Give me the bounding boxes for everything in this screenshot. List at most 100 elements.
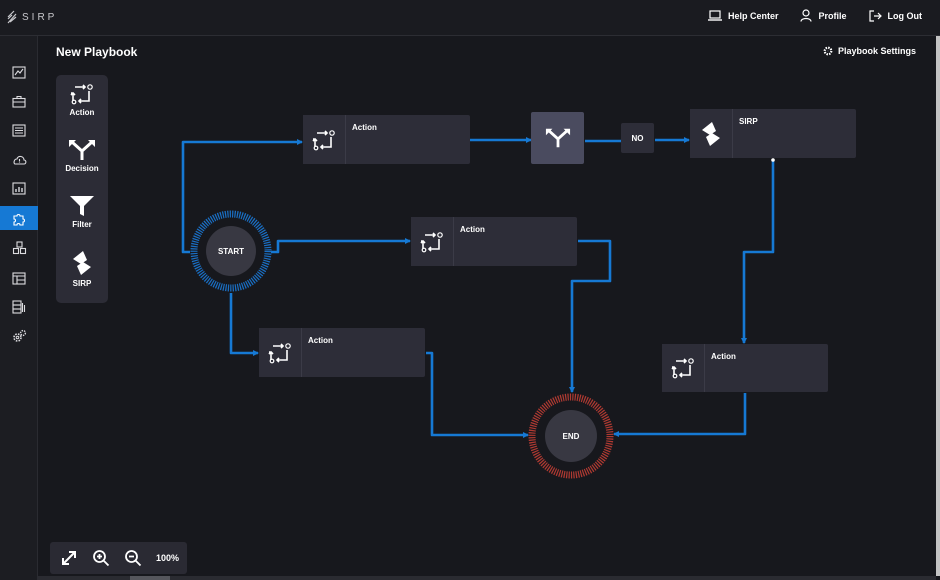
log-out-link[interactable]: Log Out: [868, 9, 923, 22]
sirp-icon: [702, 121, 720, 146]
logout-icon: [868, 9, 882, 22]
playbook-canvas[interactable]: New Playbook Playbook Settings Action De…: [38, 36, 936, 576]
palette-decision-label: Decision: [65, 164, 99, 173]
help-center-label: Help Center: [727, 10, 779, 21]
decision-icon: [545, 128, 570, 148]
action-node-right-label: Action: [711, 352, 736, 361]
database-icon: [12, 300, 26, 314]
action-icon: [268, 342, 291, 363]
connection-lines: [181, 137, 775, 438]
action-node-mid[interactable]: Action: [411, 217, 577, 266]
action-icon: [420, 231, 443, 252]
settings-gears-icon: [12, 329, 26, 342]
sidebar-item-alerts[interactable]: [0, 148, 38, 170]
no-branch-label[interactable]: NO: [621, 123, 654, 153]
palette-sirp[interactable]: SIRP: [56, 250, 108, 302]
vertical-scrollbar[interactable]: [936, 36, 940, 576]
sidebar-item-list[interactable]: [0, 119, 38, 141]
sidebar-item-reports[interactable]: [0, 267, 38, 289]
palette-filter[interactable]: Filter: [56, 195, 108, 247]
wire-sirp-to-action-right: [741, 159, 775, 344]
palette-decision[interactable]: Decision: [56, 139, 108, 191]
action-node-mid-icon-cell: [411, 217, 454, 266]
action-node-mid-label: Action: [460, 225, 485, 234]
action-icon: [312, 129, 335, 150]
action-node-low-label: Action: [308, 336, 333, 345]
sidebar-item-analytics[interactable]: [0, 177, 38, 199]
filter-icon: [70, 196, 94, 216]
action-node-top-icon-cell: [303, 115, 346, 164]
sidebar-item-dashboard[interactable]: [0, 61, 38, 83]
window-icon: [12, 271, 26, 285]
log-out-label: Log Out: [887, 10, 923, 21]
wire-start-to-action-mid: [271, 238, 411, 254]
palette-action-label: Action: [69, 108, 95, 117]
sidebar-item-integrations[interactable]: [0, 237, 38, 259]
briefcase-icon: [12, 95, 26, 108]
end-ring: [528, 393, 614, 479]
sirp-logo[interactable]: SIRP: [6, 10, 57, 24]
action-node-low-icon-cell: [259, 328, 302, 377]
playbook-settings-label: Playbook Settings: [837, 46, 916, 56]
start-node[interactable]: START: [190, 210, 272, 292]
action-icon: [671, 358, 694, 379]
zoom-out-icon: [125, 550, 142, 567]
sidebar: [0, 36, 38, 580]
wire-action-low-to-end: [426, 351, 529, 438]
wire-start-to-action-low: [229, 293, 259, 356]
sirp-node[interactable]: SIRP: [690, 109, 856, 158]
logo-text: SIRP: [22, 11, 58, 23]
zoom-in-icon: [93, 550, 110, 567]
action-node-right-icon-cell: [662, 344, 705, 392]
decision-icon: [69, 140, 95, 160]
start-ring: [190, 210, 272, 292]
laptop-icon: [707, 9, 722, 21]
profile-label: Profile: [818, 10, 847, 21]
profile-link[interactable]: Profile: [800, 9, 847, 22]
list-icon: [12, 123, 26, 137]
puzzle-icon: [12, 213, 25, 226]
help-center-link[interactable]: Help Center: [707, 9, 779, 22]
wire-action-right-to-end: [613, 393, 747, 437]
analytics-icon: [12, 181, 26, 195]
sirp-node-icon-cell: [690, 109, 733, 158]
horizontal-scrollbar-thumb[interactable]: [130, 576, 170, 580]
end-node-label: END: [545, 410, 597, 462]
zoom-toolbar: 100%: [50, 542, 187, 574]
action-icon: [70, 84, 93, 105]
gear-icon: [823, 46, 833, 56]
action-node-top[interactable]: Action: [303, 115, 470, 164]
top-bar: SIRP Help Center Profile Log Out: [0, 0, 940, 36]
dashboard-icon: [12, 65, 26, 79]
palette-action[interactable]: Action: [56, 83, 108, 135]
zoom-in-button[interactable]: [92, 549, 110, 567]
zoom-level: 100%: [156, 553, 180, 563]
horizontal-scrollbar[interactable]: [38, 576, 936, 580]
user-icon: [800, 9, 813, 22]
end-node[interactable]: END: [528, 393, 614, 479]
sirp-icon: [73, 251, 91, 275]
sidebar-item-playbooks[interactable]: [0, 206, 38, 230]
action-node-top-label: Action: [352, 123, 377, 132]
start-node-label: START: [206, 226, 256, 276]
node-palette: Action Decision Filter SIRP: [56, 75, 108, 303]
wire-start-to-action-top: [181, 139, 303, 254]
sidebar-item-cases[interactable]: [0, 90, 38, 112]
sidebar-item-database[interactable]: [0, 296, 38, 318]
sidebar-item-settings[interactable]: [0, 325, 38, 347]
wire-action-mid-to-end: [569, 239, 612, 393]
fit-to-screen-button[interactable]: [60, 549, 78, 567]
page-title: New Playbook: [56, 45, 138, 59]
sirp-node-label: SIRP: [739, 117, 758, 126]
zoom-out-button[interactable]: [124, 549, 142, 567]
playbook-settings-button[interactable]: Playbook Settings: [823, 46, 916, 56]
sirp-logo-icon: [7, 10, 17, 24]
action-node-low[interactable]: Action: [259, 328, 425, 377]
expand-icon: [62, 551, 76, 565]
cubes-icon: [12, 241, 26, 255]
alert-cloud-icon: [13, 155, 26, 165]
decision-node[interactable]: [531, 112, 584, 164]
action-node-right[interactable]: Action: [662, 344, 828, 392]
palette-filter-label: Filter: [72, 220, 92, 229]
palette-sirp-label: SIRP: [72, 279, 92, 288]
